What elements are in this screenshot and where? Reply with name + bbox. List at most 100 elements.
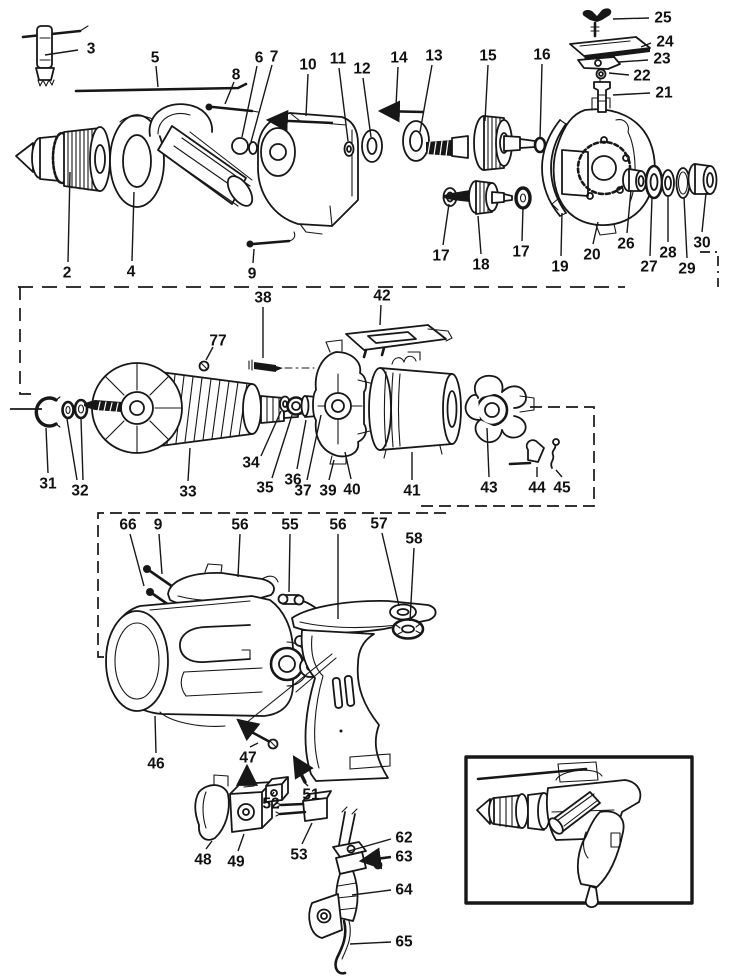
callout-label-43-43: 43 <box>480 480 498 497</box>
callout-label-18-21: 18 <box>472 257 490 274</box>
leader-line-46 <box>154 715 157 754</box>
part-depth-rod <box>74 82 248 93</box>
leader-line-33 <box>187 447 191 482</box>
leader-line-66 <box>129 533 145 587</box>
callout-label-57-51: 57 <box>370 516 387 533</box>
leader-line-31 <box>45 427 49 474</box>
leader-line-22 <box>608 72 630 76</box>
callout-label-9-47: 9 <box>154 517 163 534</box>
callout-label-22-15: 22 <box>633 68 650 85</box>
callout-label-23-14: 23 <box>653 51 671 68</box>
callout-label-17-20: 17 <box>432 248 449 265</box>
leader-line-47 <box>249 742 259 748</box>
callout-label-28-27: 28 <box>659 245 677 262</box>
leader-line-6 <box>241 65 258 138</box>
callout-label-62-60: 62 <box>395 830 412 847</box>
leader-line-9 <box>158 533 163 575</box>
assembly-arrow-screw-63 <box>358 847 392 870</box>
leader-line-20 <box>592 221 599 245</box>
leader-line-15 <box>484 64 489 122</box>
leader-line-32 <box>66 418 78 481</box>
callout-label-9-19: 9 <box>248 266 257 283</box>
part-brush-44 <box>508 439 545 466</box>
part-lever-23 <box>577 56 621 70</box>
part-brush-spring-45 <box>550 438 560 469</box>
leader-line-55 <box>288 533 291 593</box>
leader-line-49 <box>237 833 245 852</box>
callout-label-15-10: 15 <box>479 48 497 65</box>
callout-label-40-41: 40 <box>343 482 360 499</box>
leader-line-56 <box>237 533 241 578</box>
part-cord-clamp-62 <box>332 806 367 858</box>
leader-line-8 <box>224 81 235 105</box>
inset-frame <box>464 755 694 905</box>
part-washer-17b <box>514 186 532 210</box>
part-washers-32 <box>61 398 89 420</box>
callout-label-66-46: 66 <box>119 517 137 534</box>
leader-line-29 <box>683 196 688 259</box>
callout-label-38-30: 38 <box>254 290 272 307</box>
callout-label-55-49: 55 <box>281 517 299 534</box>
part-side-handle-collar <box>109 114 165 208</box>
part-chuck <box>15 126 111 192</box>
callout-label-36-38: 36 <box>284 472 302 489</box>
leader-line-36 <box>296 419 307 470</box>
callout-label-45-45: 45 <box>553 480 571 497</box>
callout-label-48-55: 48 <box>194 852 212 869</box>
callout-label-58-52: 58 <box>405 531 423 548</box>
callout-label-56-48: 56 <box>231 517 249 534</box>
leader-line-45 <box>555 469 563 478</box>
part-side-handle <box>148 103 254 207</box>
assembly-arrow-washers <box>377 100 425 123</box>
part-gear-case-20 <box>551 97 656 236</box>
divider-middle-right-box <box>418 406 595 507</box>
part-gear-housing-10 <box>257 112 359 235</box>
leader-line-51 <box>304 782 309 787</box>
leader-line-62 <box>348 838 392 852</box>
leader-line-19 <box>560 212 563 257</box>
locator-lines-switch <box>245 653 337 724</box>
part-clutch-plate-24 <box>569 36 651 60</box>
callout-label-39-40: 39 <box>319 483 337 500</box>
callout-label-21-16: 21 <box>655 85 673 102</box>
leader-line-53 <box>301 822 313 845</box>
part-screw-38 <box>248 359 315 372</box>
leader-line-25 <box>612 17 650 20</box>
part-trigger-48 <box>194 774 230 841</box>
leader-line-17 <box>521 206 524 242</box>
leader-line-42 <box>379 304 382 326</box>
leader-line-14 <box>395 66 399 107</box>
leader-line-30 <box>701 192 707 233</box>
leader-line-48 <box>205 840 213 850</box>
part-motor-housing-46 <box>105 595 321 727</box>
callout-label-56-50: 56 <box>329 517 347 534</box>
callout-label-65-63: 65 <box>395 934 413 951</box>
leader-line-7 <box>250 64 273 143</box>
part-screw-77 <box>198 360 210 372</box>
leader-line-40 <box>344 451 352 480</box>
part-gasket-19 <box>541 119 567 217</box>
leader-line-37 <box>306 414 322 481</box>
part-pinion-18 <box>444 180 513 215</box>
callout-label-6-3: 6 <box>255 50 264 67</box>
assembly-arrow-screw-47 <box>236 718 261 742</box>
leader-line-23 <box>618 59 649 63</box>
leader-line-39 <box>328 459 335 481</box>
callout-label-49-56: 49 <box>227 854 245 871</box>
callout-label-11-6: 11 <box>330 51 347 68</box>
callout-label-25-12: 25 <box>654 10 672 27</box>
callout-label-3-0: 3 <box>87 41 96 58</box>
leader-line-77 <box>205 346 214 361</box>
leader-line-26 <box>626 189 632 234</box>
callout-label-14-8: 14 <box>390 50 408 67</box>
part-wing-screw-25 <box>582 8 612 38</box>
callout-label-52-57: 52 <box>262 796 279 813</box>
leader-line-32 <box>80 418 84 481</box>
part-ring-28 <box>661 169 675 197</box>
leader-line-12 <box>362 77 372 138</box>
callout-label-12-7: 12 <box>353 61 370 78</box>
leader-line-16 <box>539 63 543 140</box>
callout-label-64-62: 64 <box>395 882 413 899</box>
leader-line-34 <box>260 410 282 457</box>
callout-label-16-11: 16 <box>533 47 551 64</box>
